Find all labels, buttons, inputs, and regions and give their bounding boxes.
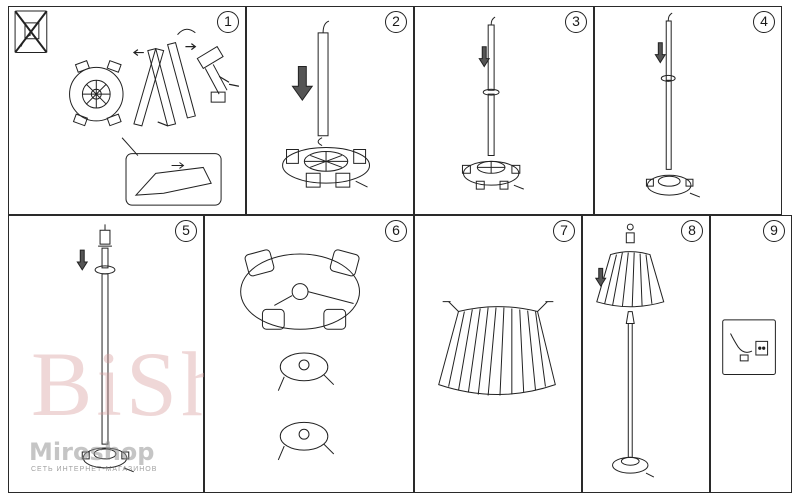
step-6-panel: 6 bbox=[204, 215, 414, 493]
step-7-panel: 7 bbox=[414, 215, 582, 493]
step-1-illustration bbox=[9, 7, 245, 214]
step-8-panel: 8 bbox=[582, 215, 710, 493]
step-9-panel: 9 bbox=[710, 215, 792, 493]
step-9-illustration bbox=[711, 216, 791, 492]
step-4-panel: 4 bbox=[594, 6, 782, 215]
step-2-illustration bbox=[247, 7, 413, 214]
socket-part bbox=[197, 47, 227, 102]
base-top-view bbox=[70, 61, 123, 126]
unplug-warning-icon bbox=[15, 11, 47, 53]
step-4-illustration bbox=[595, 7, 781, 214]
inset-detail bbox=[122, 138, 221, 205]
step-2-panel: 2 bbox=[246, 6, 414, 215]
step-6-illustration bbox=[205, 216, 413, 492]
step-1-panel: 1 bbox=[8, 6, 246, 215]
step-5-illustration bbox=[9, 216, 203, 492]
step-3-panel: 3 bbox=[414, 6, 594, 215]
step-3-illustration bbox=[415, 7, 593, 214]
step-7-illustration bbox=[415, 216, 581, 492]
pole-segments bbox=[134, 29, 195, 126]
step-5-panel: 5 BiShop Miroshop СЕТЬ ИНТЕРНЕТ-МАГАЗИНО… bbox=[8, 215, 204, 493]
step-8-illustration bbox=[583, 216, 709, 492]
plug-in-icon bbox=[723, 320, 776, 375]
